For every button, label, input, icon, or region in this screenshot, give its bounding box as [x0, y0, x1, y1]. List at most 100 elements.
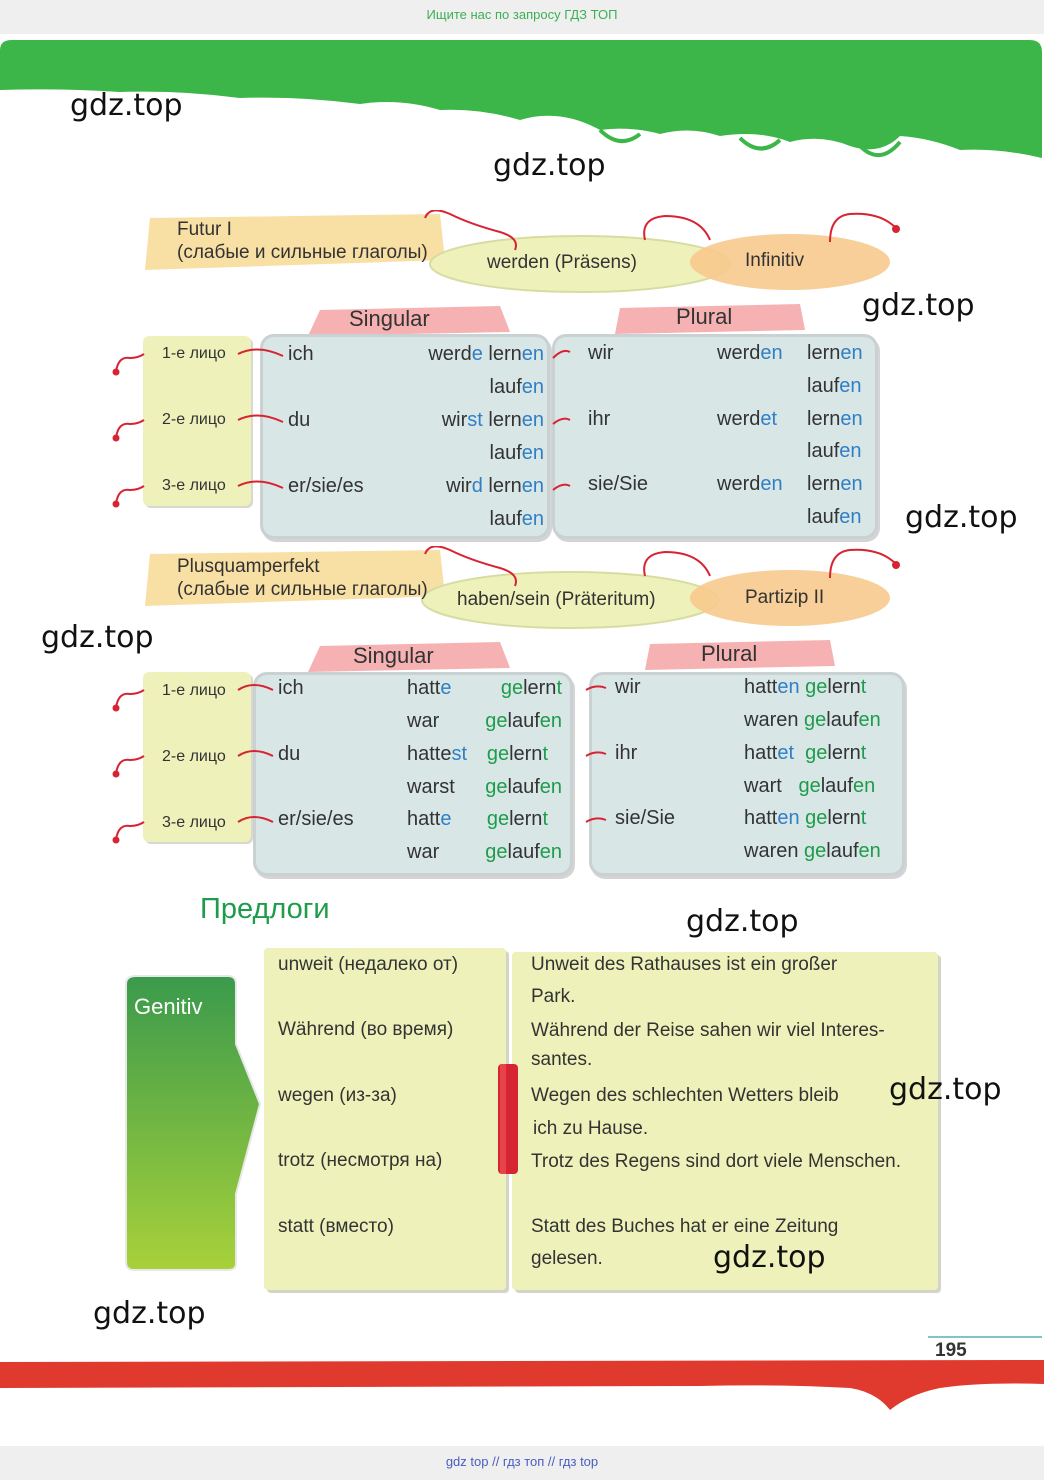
preposition-item: Während (во время)	[278, 1019, 454, 1040]
plusq-pl-row-2: waren gelaufen	[744, 709, 881, 731]
futur-pl-verb-3: lernen	[807, 408, 863, 430]
futur-pl-aux-1: werden	[717, 342, 783, 364]
plusq-sg-aux-2: war	[407, 710, 440, 732]
futur-person-tabs	[143, 336, 251, 506]
futur-person-1: 1-е лицо	[162, 345, 226, 362]
examples-box	[512, 952, 938, 1290]
plusq-pl-pronoun-2: ihr	[615, 742, 638, 764]
plusq-pl-pronoun-3: sie/Sie	[615, 807, 676, 829]
plusq-sg-aux-3: hattest	[407, 743, 468, 765]
example-line: ich zu Hause.	[533, 1118, 649, 1139]
futur-title-graphics	[145, 210, 900, 293]
plusq-pl-row-5: hatten gelernt	[744, 807, 867, 829]
futur-singular-header: Singular	[349, 306, 430, 331]
plusq-aux-oval: haben/sein (Präteritum)	[457, 589, 656, 611]
futur-pl-pronoun-1: wir	[588, 342, 614, 364]
watermark: gdz.top	[93, 1296, 206, 1331]
plusq-sg-pronoun-2: du	[278, 743, 301, 765]
futur-sg-pronoun-2: du	[288, 409, 311, 431]
futur-sg-row-1: werde lernen	[428, 343, 544, 365]
futur-sg-row-5: wird lernen	[446, 475, 544, 497]
plusq-sg-part-3: gelernt	[486, 743, 548, 765]
futur-main-oval: Infinitiv	[745, 250, 804, 272]
plusq-person-tabs	[143, 672, 251, 842]
futur-pl-pronoun-2: ihr	[588, 408, 611, 430]
plusq-connectors	[112, 684, 607, 844]
bottom-links-note: gdz top // гдз топ // гдз top	[445, 1454, 599, 1469]
preposition-item: wegen (из-за)	[278, 1085, 397, 1106]
watermark: gdz.top	[41, 620, 154, 655]
example-line: gelesen.	[531, 1248, 603, 1269]
plusq-subtitle: (слабые и сильные глаголы)	[177, 579, 428, 600]
example-line: Während der Reise sahen wir viel Interes…	[531, 1020, 885, 1041]
futur-sg-pronoun-3: er/sie/es	[288, 475, 364, 497]
top-search-note: Ищите нас по запросу ГДЗ ТОП	[426, 7, 618, 22]
plusq-sg-part-6: gelaufen	[485, 841, 562, 863]
plusq-header-brushes	[308, 640, 835, 672]
preposition-item: unweit (недалеко от)	[278, 954, 459, 975]
watermark: gdz.top	[70, 88, 183, 123]
prepositions-heading: Предлоги	[200, 893, 330, 925]
plusq-plural-header: Plural	[701, 641, 758, 666]
futur-aux-oval: werden (Präsens)	[487, 252, 637, 274]
plusq-sg-part-2: gelaufen	[485, 710, 562, 732]
futur-pl-aux-3: werden	[717, 473, 783, 495]
plusq-pl-pronoun-1: wir	[615, 676, 641, 698]
plusq-sg-aux-1: hatte	[407, 677, 452, 699]
watermark: gdz.top	[493, 148, 606, 183]
futur-connectors	[112, 348, 571, 508]
futur-sg-row-6: laufen	[489, 508, 545, 530]
example-line: santes.	[531, 1049, 593, 1070]
futur-person-2: 2-е лицо	[162, 411, 226, 428]
plusq-main: Partizip II	[745, 587, 825, 608]
watermark: gdz.top	[686, 904, 799, 939]
plusq-sg-part-4: gelaufen	[485, 776, 562, 798]
green-banner	[0, 40, 1042, 158]
plusq-sg-aux-5: hatte	[407, 808, 452, 830]
futur-sg-pronoun-1: ich	[288, 343, 314, 365]
plusq-person-2: 2-е лицо	[162, 748, 226, 765]
plusq-sg-aux-4: warst	[407, 776, 455, 798]
case-label-genitiv: Genitiv	[134, 994, 203, 1019]
futur-sg-row-3: wirst lernen	[441, 409, 544, 431]
plusq-pl-row-4: wart gelaufen	[744, 775, 876, 797]
futur-sg-row-4: laufen	[489, 442, 545, 464]
plusq-title-graphics	[145, 546, 900, 629]
plusq-pl-row-6: waren gelaufen	[744, 840, 881, 862]
prepositions-list-box	[264, 948, 506, 1290]
preposition-item: statt (вместо)	[278, 1216, 394, 1237]
futur-aux: werden (Präsens)	[487, 252, 637, 273]
book-clip-icon	[498, 1064, 518, 1174]
futur-pl-verb-2: laufen	[807, 375, 862, 397]
example-line: Trotz des Regens sind dort viele Mensche…	[531, 1151, 901, 1172]
genitiv-arrow	[125, 975, 262, 1271]
plusq-sg-part-5: gelernt	[486, 808, 548, 830]
example-line: Statt des Buches hat er eine Zeitung	[531, 1216, 839, 1237]
futur-person-3: 3-е лицо	[162, 477, 226, 494]
watermark: gdz.top	[905, 500, 1018, 535]
example-line: Wegen des schlechten Wetters bleib	[531, 1085, 839, 1106]
plusq-singular-panel	[253, 672, 573, 876]
example-line: Park.	[531, 986, 576, 1007]
plusq-sg-part-1: gelernt	[500, 677, 562, 699]
watermark: gdz.top	[889, 1072, 1002, 1107]
plusq-sg-aux-6: war	[407, 841, 440, 863]
futur-pl-pronoun-3: sie/Sie	[588, 473, 649, 495]
futur-header-brushes	[308, 304, 805, 336]
futur-pl-verb-5: lernen	[807, 473, 863, 495]
futur-singular-panel	[260, 334, 550, 539]
preposition-item: trotz (несмотря на)	[278, 1150, 443, 1171]
futur-pl-verb-1: lernen	[807, 342, 863, 364]
futur-plural-header: Plural	[676, 304, 733, 329]
plusq-aux: haben/sein (Präteritum)	[457, 589, 656, 610]
futur-pl-aux-2: werdet	[717, 408, 778, 430]
futur-sg-row-2: laufen	[489, 376, 545, 398]
futur-title: Futur I	[177, 219, 232, 240]
plusq-main-oval: Partizip II	[745, 587, 824, 609]
futur-pl-verb-6: laufen	[807, 506, 862, 528]
page-number: 195	[935, 1340, 967, 1361]
plusq-title: Plusquamperfekt	[177, 556, 320, 577]
plusq-pl-row-1: hatten gelernt	[744, 676, 867, 698]
plusq-pl-row-3: hattet gelernt	[744, 742, 867, 764]
plusq-person-1: 1-е лицо	[162, 682, 226, 699]
